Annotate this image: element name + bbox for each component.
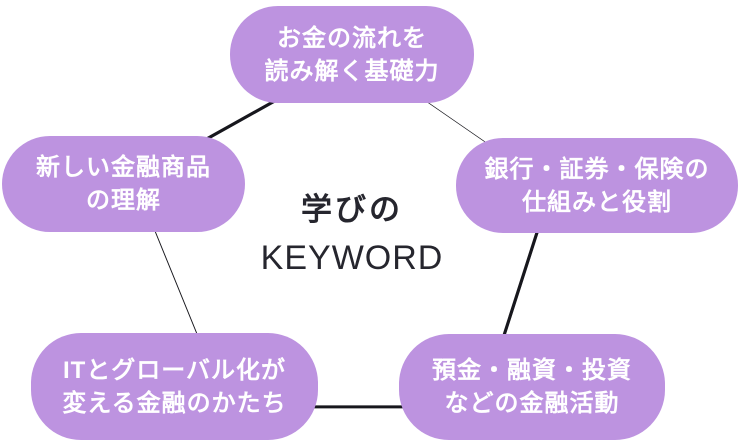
bubble-text-line2: 仕組みと役割 bbox=[522, 188, 672, 216]
center-label-jp: 学びの bbox=[301, 192, 403, 227]
bubble-it-globalization: ITとグローバル化が 変える金融のかたち bbox=[31, 333, 318, 440]
bubble-text-line1: お金の流れを bbox=[277, 24, 427, 52]
bubble-text-line1: 新しい金融商品 bbox=[36, 154, 211, 181]
bubble-text-line1: 預金・融資・投資 bbox=[432, 357, 632, 384]
bubble-text-line1: ITとグローバル化が bbox=[62, 356, 287, 384]
bubble-text-line2: 読み解く基礎力 bbox=[264, 57, 440, 85]
bubble-text-line1: 銀行・証券・保険の bbox=[484, 155, 710, 183]
bubble-deposit-loan-investment: 預金・融資・投資 などの金融活動 bbox=[399, 334, 665, 440]
bubble-text-line2: の理解 bbox=[86, 187, 161, 214]
center-label: 学びの KEYWORD bbox=[232, 190, 472, 280]
bubble-bank-securities-insurance: 銀行・証券・保険の 仕組みと役割 bbox=[456, 138, 738, 233]
bubble-new-financial-products: 新しい金融商品 の理解 bbox=[2, 136, 245, 232]
bubble-text-line2: などの金融活動 bbox=[444, 390, 620, 417]
bubble-text-line2: 変える金融のかたち bbox=[62, 389, 287, 417]
bubble-money-flow: お金の流れを 読み解く基礎力 bbox=[230, 6, 474, 103]
center-label-en: KEYWORD bbox=[260, 239, 444, 277]
